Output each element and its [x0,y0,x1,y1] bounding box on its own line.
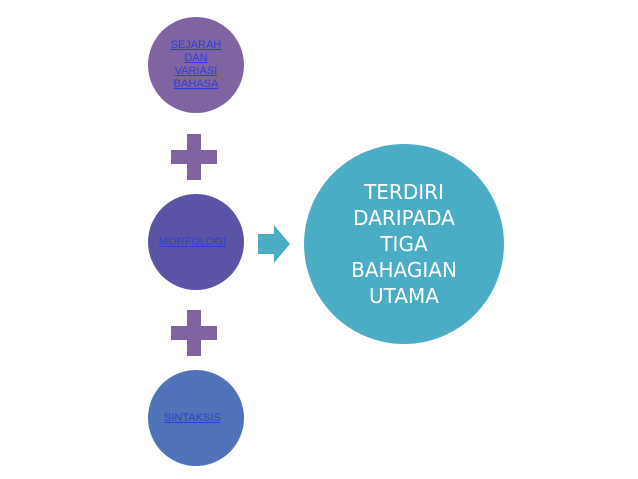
plus-icon [171,310,217,356]
result-line: TIGA [380,232,428,256]
result-line: UTAMA [369,284,439,308]
link-sejarah-dan-variasi-bahasa[interactable]: SEJARAH DAN VARIASI BAHASA [168,39,224,91]
link-line: VARIASI [174,65,218,77]
node-sintaksis: SINTAKSIS [148,370,244,466]
arrow-right-icon [258,225,290,263]
result-line: DARIPADA [353,206,455,230]
link-line: SEJARAH [170,39,222,51]
link-morfologi[interactable]: MORFOLOGI [159,235,227,248]
result-line: TERDIRI [364,180,444,204]
result-line: BAHAGIAN [351,258,457,282]
link-line: DAN [184,52,208,64]
result-text: TERDIRI DARIPADA TIGA BAHAGIAN UTAMA [334,179,474,309]
link-line: BAHASA [173,78,219,90]
node-sejarah-dan-variasi-bahasa: SEJARAH DAN VARIASI BAHASA [148,17,244,113]
link-sintaksis[interactable]: SINTAKSIS [164,411,221,424]
plus-icon [171,134,217,180]
node-morfologi: MORFOLOGI [148,194,244,290]
result-circle: TERDIRI DARIPADA TIGA BAHAGIAN UTAMA [304,144,504,344]
